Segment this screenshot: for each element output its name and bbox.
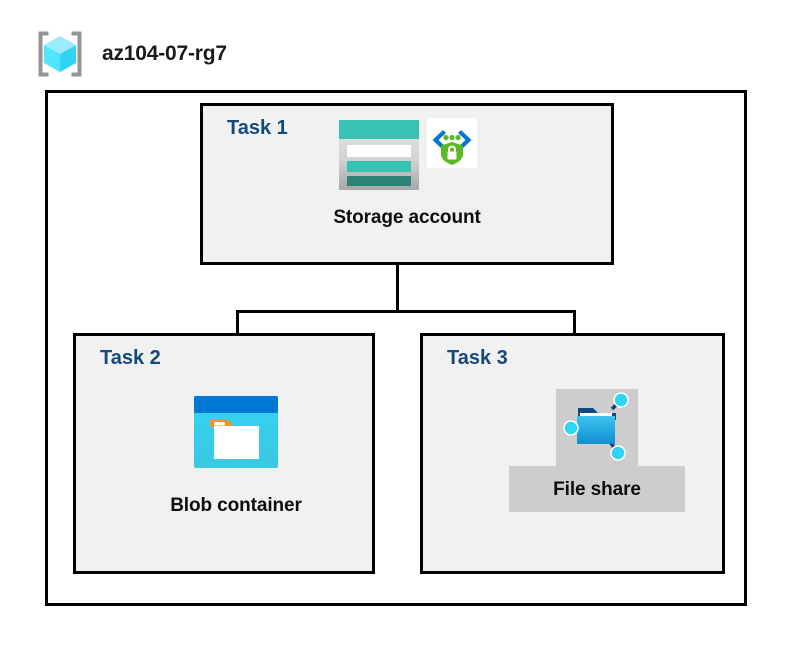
file-share-caption-highlight: File share xyxy=(509,466,685,512)
resource-group-header: az104-07-rg7 xyxy=(32,26,227,82)
node-storage-account[interactable]: Storage account xyxy=(281,118,533,227)
node-file-share[interactable]: File share xyxy=(509,389,685,512)
storage-account-caption: Storage account xyxy=(333,207,481,228)
task-box-2: Task 2 xyxy=(73,333,375,574)
file-share-caption: File share xyxy=(553,478,641,500)
managed-identity-icon xyxy=(427,118,477,168)
task-1-label: Task 1 xyxy=(227,117,288,139)
resource-group-title: az104-07-rg7 xyxy=(102,42,227,65)
connector-storage-to-bus xyxy=(396,265,399,313)
file-share-icon-highlight xyxy=(556,389,638,466)
blob-container-icon xyxy=(194,396,278,468)
node-blob-container[interactable]: Blob container xyxy=(151,394,321,515)
storage-account-icon-row xyxy=(337,118,477,192)
blob-container-caption: Blob container xyxy=(170,495,302,516)
storage-account-icon xyxy=(339,120,419,190)
task-3-label: Task 3 xyxy=(447,347,508,369)
file-share-icon xyxy=(563,391,629,461)
task-2-label: Task 2 xyxy=(100,347,161,369)
resource-group-icon xyxy=(38,31,82,77)
connector-horizontal-bus xyxy=(236,310,576,313)
